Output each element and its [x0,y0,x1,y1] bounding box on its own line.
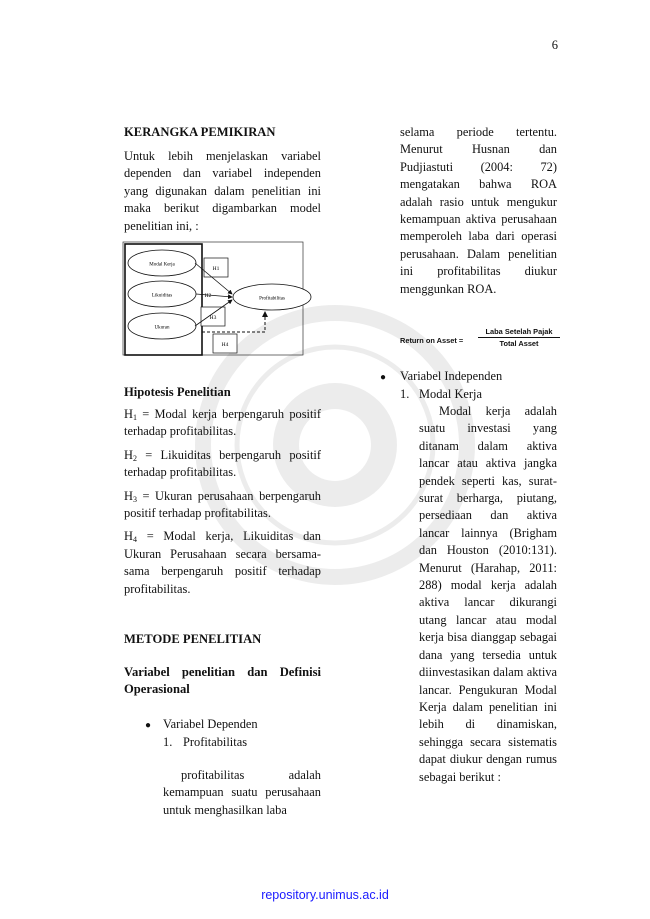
repository-link[interactable]: repository.unimus.ac.id [261,888,389,902]
roa-formula: Return on Asset = Laba Setelah Pajak Tot… [400,327,560,355]
node-ukuran-label: Ukuran [155,326,170,331]
heading-variabel-penelitian: Variabel penelitian dan Definisi Operasi… [124,665,321,697]
node-profitabilitas [232,283,312,311]
h1-label: H1 [213,266,220,272]
formula-numerator: Laba Setelah Pajak [478,327,560,338]
formula-denominator: Total Asset [499,339,539,348]
node-ukuran [127,312,197,340]
university-seal-watermark [195,305,475,585]
profitabilitas-paragraph: profitabilitas adalah kemampuan suatu pe… [163,768,321,817]
roa-paragraph: selama periode tertentu. Menurut Husnan … [400,125,557,296]
independent-group-box [124,243,203,356]
node-profitabilitas-label: Profitabilitas [259,297,285,302]
h4-label: H4 [222,342,229,348]
heading-kerangka-pemikiran: KERANGKA PEMIKIRAN [124,125,276,139]
h2-label: H2 [205,293,212,299]
bullet-dependen-label: Variabel Dependen [163,717,258,731]
item-profitabilitas: Profitabilitas [183,735,248,749]
hypotheses-list: H1 = Modal kerja berpengaruh positif ter… [124,406,321,598]
hypothesis-1: H1 = Modal kerja berpengaruh positif ter… [124,407,321,439]
hypothesis-3: H3 = Ukuran perusahaan berpengaruh posit… [124,488,321,521]
h3-box [200,306,226,327]
list-number-1-left: 1. [163,735,173,749]
h3-label: H3 [210,315,217,321]
node-modal-kerja-label: Modal Kerja [149,263,175,268]
bullet-independen-dot: ● [380,372,387,383]
hypothesis-4: H4 = Modal kerja, Likuiditas dan Ukuran … [124,529,321,596]
page-number: 6 [551,38,558,52]
heading-hipotesis: Hipotesis Penelitian [124,385,231,399]
heading-metode-penelitian: METODE PENELITIAN [124,632,262,646]
hypothesis-2: H2 = Likuiditas berpengaruh positif terh… [124,447,321,480]
node-likuiditas-label: Likuiditas [152,294,172,299]
list-number-1-right: 1. [400,387,410,401]
h4-box [212,333,238,354]
item-modal-kerja: Modal Kerja [419,387,482,401]
formula-lhs: Return on Asset = [400,336,464,345]
formula-fraction: Laba Setelah Pajak Total Asset [478,327,560,348]
research-model-diagram: Modal Kerja Likuiditas Ukuran Profitabil… [122,241,312,356]
kerangka-paragraph: Untuk lebih menjelaskan variabel depende… [124,149,321,233]
bullet-independen-label: Variabel Independen [400,369,503,383]
bullet-dependen-dot: ● [145,720,152,731]
h1-box [203,257,229,278]
node-modal-kerja [127,249,197,277]
modal-kerja-paragraph: Modal kerja adalah suatu investasi yang … [419,404,557,784]
